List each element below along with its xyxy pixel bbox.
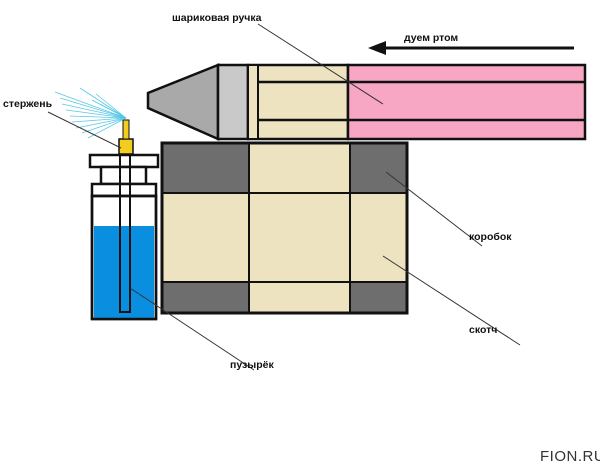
bottle-shoulder [90, 182, 158, 198]
label-bubble: пузырёк [230, 359, 274, 371]
spray-line [54, 91, 127, 119]
spray-line [61, 103, 127, 119]
rod-tip [118, 138, 134, 155]
arrow-head-left-icon [368, 41, 386, 55]
pen-body-band [247, 64, 259, 140]
bottle-liquid [94, 226, 154, 318]
spray-line [75, 117, 127, 129]
tape-corner-tr [350, 143, 407, 193]
box-outline [160, 141, 409, 315]
spray-line [81, 117, 127, 134]
blow-arrow [368, 41, 574, 55]
ballpoint-pen [146, 63, 587, 141]
pen-cone [146, 63, 220, 141]
label-pen: шариковая ручка [172, 12, 262, 24]
leader-tape [382, 255, 521, 346]
spray-line [65, 109, 127, 119]
label-blow: дуем ртом [404, 32, 458, 44]
label-tape: скотч [469, 324, 497, 336]
tape-corner-bl [162, 282, 249, 313]
bottle-cap-top [88, 153, 160, 169]
bottle-neck [99, 165, 148, 186]
bottle [88, 119, 160, 321]
watermark: FION.RU [540, 448, 600, 465]
spray-line [95, 93, 127, 119]
rod-needle [122, 119, 130, 140]
bottle-outline [90, 194, 158, 321]
leader-pen [257, 23, 384, 105]
spray-line [79, 87, 127, 119]
spray-line [71, 117, 127, 123]
tape-corner-tl [162, 143, 249, 193]
spray-line [99, 103, 127, 119]
leader-rod [47, 111, 122, 149]
pen-body [246, 63, 350, 141]
matchbox [160, 141, 409, 315]
leader-lines [47, 23, 521, 371]
tape-corner-br [350, 282, 407, 313]
leader-box [385, 171, 483, 247]
leader-bubble [129, 287, 255, 371]
pen-grey-section [216, 63, 250, 141]
spray-line [69, 115, 127, 119]
pen-pink-tube [346, 63, 587, 141]
spray [54, 87, 127, 139]
label-box: коробок [469, 231, 512, 243]
label-rod: стержень [3, 98, 53, 110]
spray-line [59, 97, 127, 119]
